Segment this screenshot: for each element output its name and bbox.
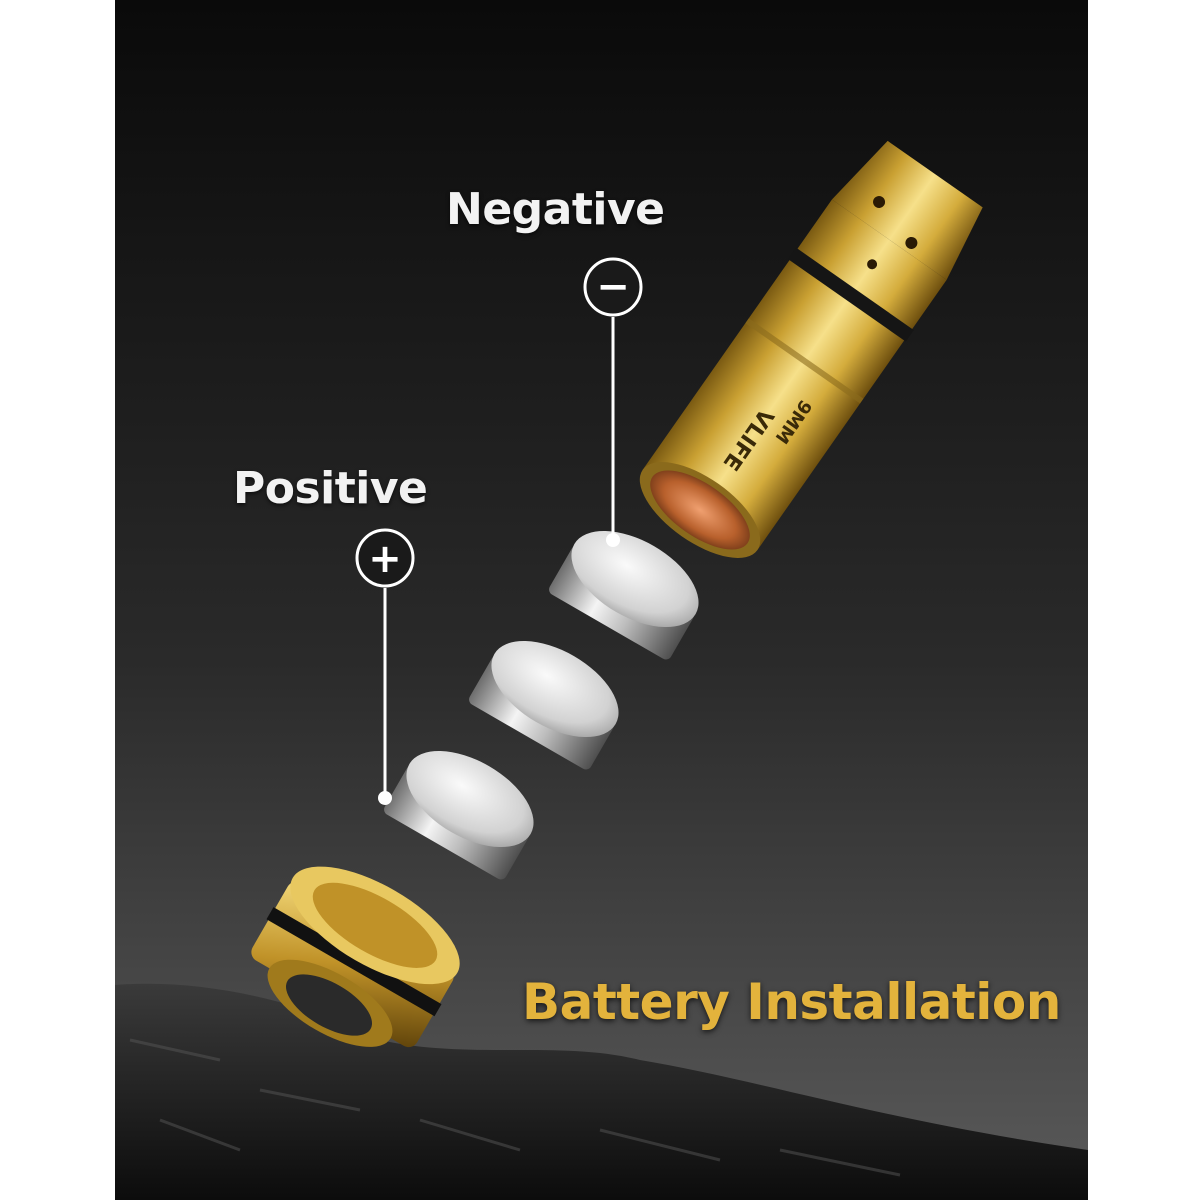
battery-cell-top: [549, 530, 699, 660]
battery-cell-middle: [469, 640, 619, 770]
positive-callout-dot: [378, 791, 392, 805]
battery-cell-bottom: [384, 750, 534, 880]
rock-texture: [129, 1038, 901, 1177]
positive-label: Positive: [233, 463, 428, 514]
negative-label: Negative: [446, 184, 665, 235]
negative-callout-dot: [606, 533, 620, 547]
negative-symbol-icon: −: [596, 264, 630, 310]
end-cap: [251, 866, 460, 1048]
laser-cartridge-body: VLIFE 9MM: [639, 140, 983, 558]
positive-symbol-circle: [355, 528, 415, 588]
negative-symbol-circle: [583, 257, 643, 317]
title-battery-installation: Battery Installation: [522, 973, 1061, 1031]
positive-symbol-icon: +: [368, 536, 402, 582]
